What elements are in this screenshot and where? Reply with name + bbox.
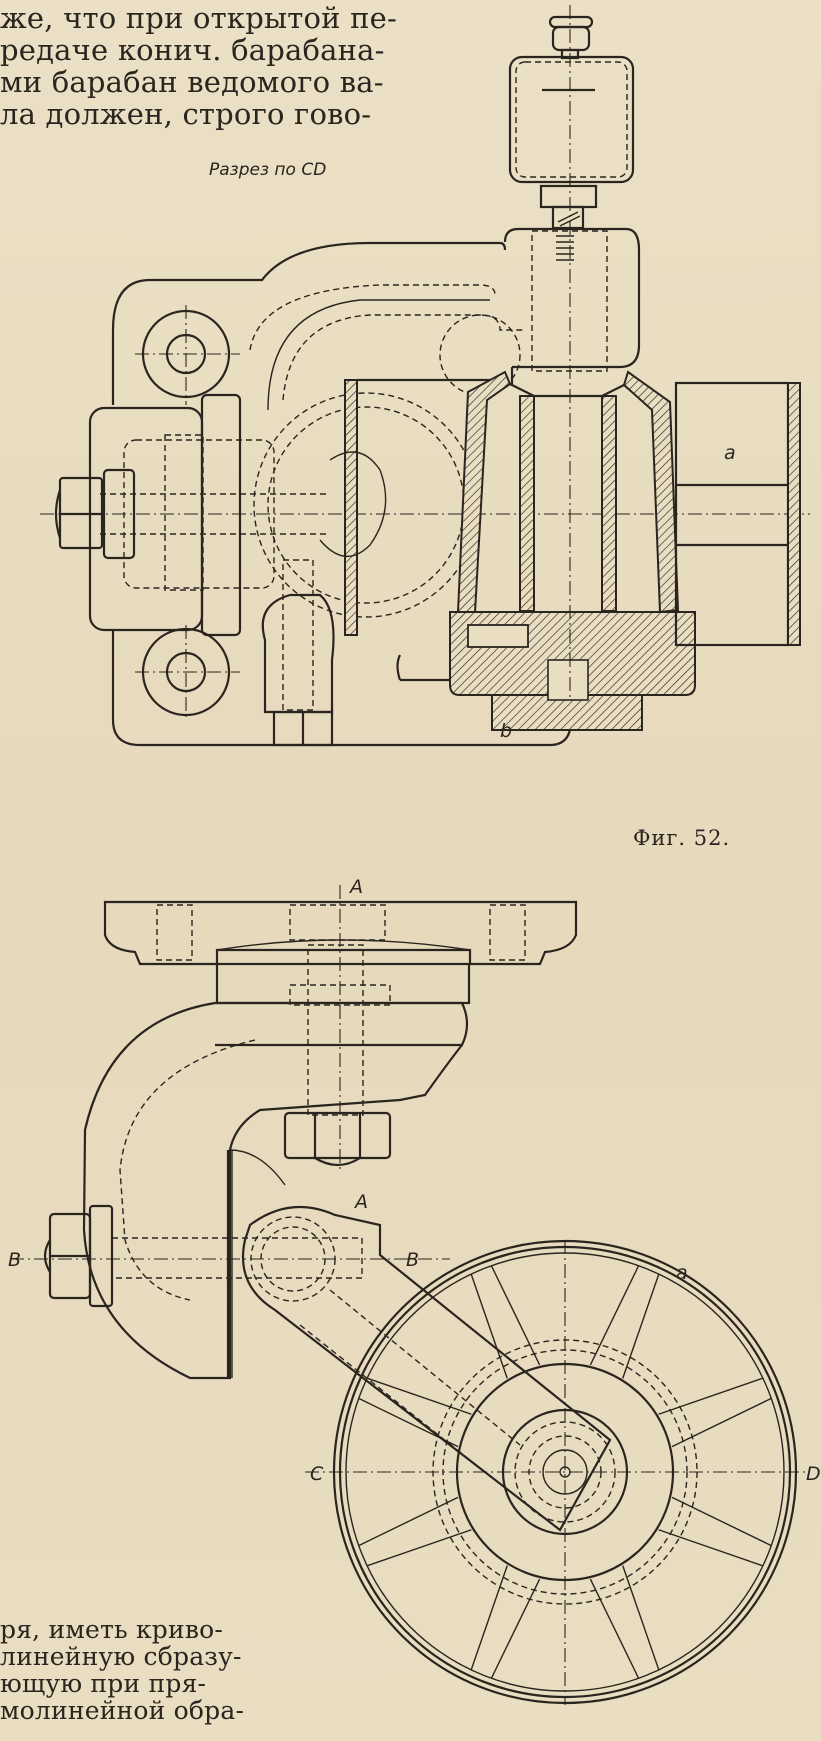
label-a-wheel: a (676, 1262, 688, 1284)
text-line: редаче конич. барабана- (0, 33, 385, 67)
wheel (305, 1239, 810, 1705)
drum-a (674, 381, 801, 647)
label-D: D (806, 1463, 821, 1485)
label-A-top: A (348, 876, 363, 898)
spoke-edge (671, 1397, 772, 1448)
label-C: C (310, 1463, 324, 1485)
wheel-spokes (358, 1265, 772, 1679)
text-line: ря, иметь криво- (0, 1615, 224, 1644)
spoke-edge (470, 1565, 508, 1671)
spoke-edge (358, 1397, 459, 1448)
spoke-edge (589, 1265, 640, 1366)
text-paragraph-bottom: ря, иметь криво- линейную сбразу- ющую п… (0, 1616, 345, 1724)
text-line: молинейной обра- (0, 1696, 245, 1725)
text-line: ла должен, строго гово- (0, 97, 372, 131)
spoke-edge (490, 1578, 541, 1679)
spoke-edge (470, 1273, 508, 1379)
spoke-edge (671, 1496, 772, 1547)
spoke-edge (658, 1529, 764, 1567)
label-b: b (500, 720, 512, 742)
label-a: a (724, 442, 736, 464)
hex-nut-left-bolt (43, 1204, 114, 1308)
spoke-edge (358, 1496, 459, 1547)
text-line: ми барабан ведомого ва- (0, 65, 384, 99)
label-B-left: B (8, 1249, 21, 1271)
label-B-right: B (406, 1249, 419, 1271)
bolt-hole-upper (135, 305, 240, 405)
figure-label: Фиг. 52. (633, 826, 731, 850)
section-view-cd: a b (40, 5, 810, 747)
bolt-hole-lower (135, 625, 240, 720)
text-paragraph-top: же, что при открытой пе- редаче конич. б… (0, 2, 440, 130)
text-line: же, что при открытой пе- (0, 1, 398, 35)
caster-side-view: A B B A (8, 876, 821, 1705)
spoke-edge (658, 1377, 764, 1415)
swing-arm (241, 1205, 612, 1532)
hex-nut-top (283, 1111, 392, 1167)
spoke-edge (366, 1529, 472, 1567)
spoke-edge (589, 1578, 640, 1679)
spoke-edge (622, 1273, 660, 1379)
label-A-mid: A (353, 1191, 368, 1213)
text-line: линейную сбразу- (0, 1642, 242, 1671)
spoke-edge (490, 1265, 541, 1366)
spoke-edge (622, 1565, 660, 1671)
spoke-edge (366, 1377, 472, 1415)
text-line: ющую при пря- (0, 1669, 207, 1698)
section-caption: Разрез по CD (209, 160, 327, 180)
lubricator-cup (508, 15, 635, 230)
